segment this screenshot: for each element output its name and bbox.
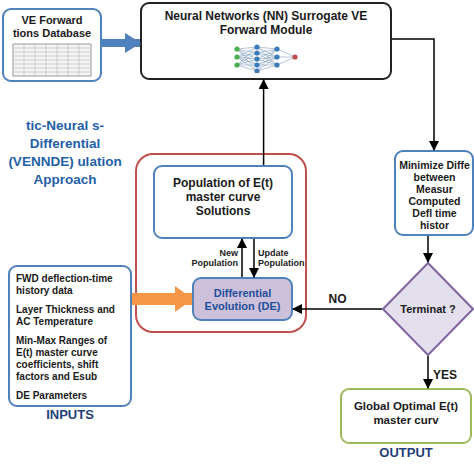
node-text: Terminat ? <box>400 303 456 316</box>
nn-link <box>257 47 277 65</box>
nn-neuron <box>234 62 239 67</box>
connector-arrow <box>132 293 192 305</box>
nn-link <box>237 59 257 65</box>
node-text: VE Forward tions Database <box>7 14 97 40</box>
table-row-line <box>13 56 91 57</box>
nn-neuron <box>274 46 279 51</box>
process-box: Neural Networks (NN) Surrogate VE Forwar… <box>140 2 392 80</box>
diamond-shape <box>383 263 473 355</box>
decision-diamond: Terminat ? <box>382 262 474 356</box>
nn-neuron <box>274 54 279 59</box>
node-text: Min-Max Ranges of E(t) master curve coef… <box>16 335 125 383</box>
table-row-line <box>13 48 91 49</box>
nn-link <box>277 49 295 57</box>
edge-label: NO <box>318 292 358 306</box>
table-sheet <box>13 44 91 76</box>
table-col-line <box>24 44 25 76</box>
nn-neuron <box>234 54 239 59</box>
database-box: VE Forward tions Database <box>2 8 102 82</box>
table-col-line <box>68 44 69 76</box>
nn-link <box>257 49 277 71</box>
nn-neuron <box>274 62 279 67</box>
connector-arrow <box>427 236 429 262</box>
connector-arrow <box>253 239 255 277</box>
nn-link <box>237 65 257 71</box>
connector-arrow <box>241 239 243 277</box>
nn-link <box>237 49 257 59</box>
nn-neuron <box>254 56 259 61</box>
nn-neuron <box>254 62 259 67</box>
process-box: Minimize Diffe between Measur Computed D… <box>394 150 474 236</box>
nn-neuron <box>254 50 259 55</box>
connector-arrow <box>392 39 434 150</box>
node-text: Minimize Diffe between Measur Computed D… <box>399 159 470 231</box>
node-text: Layer Thickness and AC Temperature <box>16 304 125 328</box>
edge-label: YES <box>433 368 467 382</box>
node-text: DE Parameters <box>16 390 125 402</box>
nn-neuron <box>254 68 259 73</box>
nn-link <box>257 65 277 66</box>
input-box: FWD deflection-time history dataLayer Th… <box>8 265 132 407</box>
nn-link <box>257 65 277 71</box>
edge-label: Update Population <box>258 248 308 268</box>
process-box: Population of E(t) master curve Solution… <box>153 165 293 239</box>
table-col-line <box>46 44 47 76</box>
nn-link <box>257 57 277 71</box>
node-text: FWD deflection-time history data <box>16 273 125 297</box>
nn-neuron <box>292 54 297 59</box>
table-row-line <box>13 72 91 73</box>
nn-link <box>257 49 277 59</box>
node-text: Differential Evolution (DE) <box>197 287 288 313</box>
process-box: Differential Evolution (DE) <box>192 277 293 321</box>
group-container: Population of E(t) master curve Solution… <box>135 153 307 333</box>
nn-neuron <box>254 44 259 49</box>
node-text: Neural Networks (NN) Surrogate VE Forwar… <box>148 9 384 37</box>
table-illustration <box>12 43 92 77</box>
approach-label: tic-Neural s-Differential (VENNDE) ulati… <box>0 117 130 189</box>
node-text: Global Optimal E(t) master curv <box>345 399 467 427</box>
table-col-line <box>79 44 80 76</box>
table-row-line <box>13 52 91 53</box>
nn-link <box>237 53 257 65</box>
output-box: Global Optimal E(t) master curvOUTPUT <box>340 388 472 444</box>
table-col-line <box>35 44 36 76</box>
connector-arrow <box>293 308 382 310</box>
nn-link <box>237 47 257 57</box>
nn-link <box>237 49 257 71</box>
node-text: Population of E(t) master curve Solution… <box>159 176 287 218</box>
nn-link <box>277 57 295 65</box>
heading-text: INPUTS <box>8 409 132 421</box>
connector-arrow <box>427 356 429 388</box>
table-row-line <box>13 60 91 61</box>
nn-link <box>257 49 277 65</box>
nn-link <box>237 65 257 66</box>
nn-link <box>237 47 257 65</box>
heading-text: OUTPUT <box>340 446 472 460</box>
connector-arrow <box>263 80 265 165</box>
connector-arrow <box>102 39 140 47</box>
nn-link <box>277 57 295 58</box>
table-row-line <box>13 68 91 69</box>
edge-label: New Population <box>190 248 238 268</box>
table-col-line <box>57 44 58 76</box>
nn-neuron <box>234 46 239 51</box>
neural-network-illustration <box>231 43 301 73</box>
table-row-line <box>13 64 91 65</box>
